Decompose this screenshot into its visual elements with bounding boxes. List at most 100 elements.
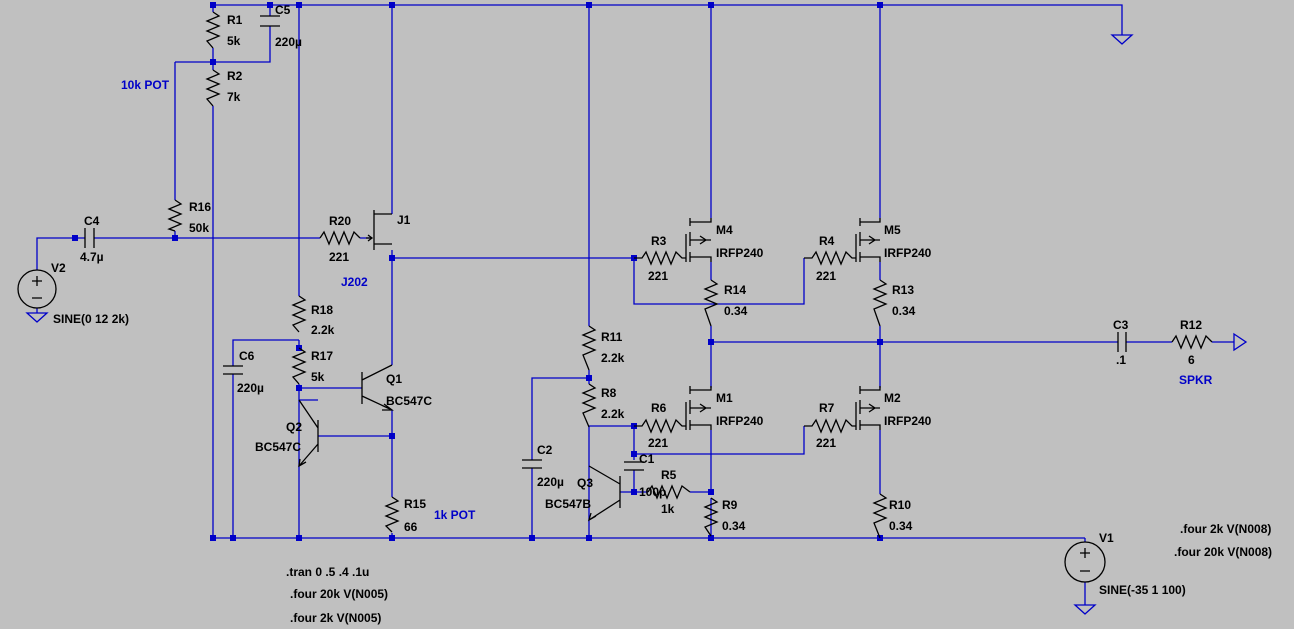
r16-ref: R16: [189, 200, 211, 214]
resistor-r9[interactable]: R9 0.34: [703, 497, 746, 537]
c3-value: .1: [1116, 353, 1126, 367]
j1-ref: J1: [397, 213, 411, 227]
voltage-source-v2[interactable]: V2 SINE(0 12 2k): [17, 261, 129, 326]
capacitor-c5[interactable]: C5 220µ: [260, 3, 302, 49]
m2-ref: M2: [884, 391, 901, 405]
resistor-r12[interactable]: R12 6: [1171, 318, 1213, 367]
q1-value: BC547C: [386, 394, 432, 408]
transistor-q1[interactable]: Q1 BC547C: [361, 364, 432, 411]
r15-value: 66: [404, 520, 418, 534]
r12-value: 6: [1188, 353, 1195, 367]
directive-four-20k-n005: .four 20k V(N005): [290, 587, 388, 601]
r5-value: 1k: [661, 502, 675, 516]
r2-ref: R2: [227, 69, 243, 83]
r20-value: 221: [329, 250, 349, 264]
r1-value: 5k: [227, 34, 241, 48]
resistor-r13[interactable]: R13 0.34: [872, 279, 916, 327]
r14-value: 0.34: [724, 304, 748, 318]
resistor-r18[interactable]: R18 2.2k: [291, 295, 335, 337]
c6-value: 220µ: [237, 381, 264, 395]
capacitor-c6[interactable]: C6 220µ: [223, 349, 264, 395]
capacitor-c1[interactable]: C1 100p: [624, 452, 666, 499]
mosfet-m2[interactable]: M2 IRFP240: [855, 386, 932, 430]
m5-value: IRFP240: [884, 246, 932, 260]
v1-value: SINE(-35 1 100): [1099, 583, 1186, 597]
ground-top-rail: [1110, 34, 1134, 45]
r16-value: 50k: [189, 221, 209, 235]
r10-ref: R10: [889, 498, 911, 512]
resistor-r17[interactable]: R17 5k: [291, 347, 333, 385]
mosfet-m4[interactable]: M4 IRFP240: [685, 218, 764, 262]
resistor-r11[interactable]: R11 2.2k: [581, 325, 625, 371]
m1-ref: M1: [716, 391, 733, 405]
r12-ref: R12: [1180, 318, 1202, 332]
r11-ref: R11: [601, 330, 623, 344]
r15-ref: R15: [404, 497, 426, 511]
r11-value: 2.2k: [601, 351, 625, 365]
c6-ref: C6: [239, 349, 255, 363]
m1-value: IRFP240: [716, 414, 764, 428]
r7-ref: R7: [819, 401, 835, 415]
net-label-spkr: SPKR: [1179, 373, 1213, 387]
resistor-r14[interactable]: R14 0.34: [703, 279, 748, 327]
r8-value: 2.2k: [601, 407, 625, 421]
r10-value: 0.34: [889, 519, 913, 533]
capacitor-c4[interactable]: C4 4.7µ: [80, 214, 104, 264]
c4-ref: C4: [84, 214, 100, 228]
resistor-r8[interactable]: R8 2.2k: [581, 383, 625, 428]
c5-value: 220µ: [275, 35, 302, 49]
c3-ref: C3: [1113, 318, 1129, 332]
v2-ref: V2: [51, 261, 66, 275]
m4-value: IRFP240: [716, 246, 764, 260]
resistor-r1[interactable]: R1 5k: [205, 11, 243, 49]
r20-ref: R20: [329, 214, 351, 228]
resistor-r6[interactable]: R6 221: [634, 401, 686, 450]
r4-value: 221: [816, 269, 836, 283]
capacitor-c3[interactable]: C3 .1: [1113, 318, 1129, 367]
transistor-q2[interactable]: Q2 BC547C: [255, 399, 319, 468]
spice-directives: .tran 0 .5 .4 .1u .four 20k V(N005) .fou…: [286, 522, 1272, 625]
r1-ref: R1: [227, 13, 243, 27]
r3-value: 221: [648, 269, 668, 283]
capacitor-c2[interactable]: C2 220µ: [522, 443, 564, 489]
resistor-r2[interactable]: R2 7k: [205, 69, 243, 107]
voltage-source-v1[interactable]: V1 SINE(-35 1 100): [1064, 531, 1186, 615]
resistor-r15[interactable]: R15 66: [384, 496, 426, 534]
junction-dots: [72, 2, 883, 541]
r5-ref: R5: [661, 468, 677, 482]
v1-ref: V1: [1099, 531, 1114, 545]
c5-ref: C5: [275, 3, 291, 17]
m5-ref: M5: [884, 223, 901, 237]
r13-value: 0.34: [892, 304, 916, 318]
directive-tran: .tran 0 .5 .4 .1u: [286, 565, 369, 579]
q3-value: BC547B: [545, 497, 591, 511]
resistor-r16[interactable]: R16 50k: [167, 199, 211, 235]
resistor-r4[interactable]: R4 221: [804, 234, 856, 283]
mosfet-m1[interactable]: M1 IRFP240: [685, 386, 764, 430]
resistor-r10[interactable]: R10 0.34: [872, 493, 913, 539]
r7-value: 221: [816, 436, 836, 450]
r4-ref: R4: [819, 234, 835, 248]
resistor-r20[interactable]: R20 221: [319, 214, 361, 264]
mosfet-m5[interactable]: M5 IRFP240: [855, 218, 932, 262]
directive-four-2k-n005: .four 2k V(N005): [290, 611, 381, 625]
resistor-r5[interactable]: R5 1k: [647, 468, 691, 516]
r2-value: 7k: [227, 90, 241, 104]
r9-value: 0.34: [722, 519, 746, 533]
resistor-r7[interactable]: R7 221: [804, 401, 856, 450]
resistor-r3[interactable]: R3 221: [634, 234, 686, 283]
net-label-1k-pot: 1k POT: [434, 508, 476, 522]
m2-value: IRFP240: [884, 414, 932, 428]
jfet-j1[interactable]: J1 J202: [341, 210, 411, 289]
c2-value: 220µ: [537, 475, 564, 489]
c4-value: 4.7µ: [80, 250, 104, 264]
v2-value: SINE(0 12 2k): [53, 312, 129, 326]
q1-ref: Q1: [386, 372, 402, 386]
r18-ref: R18: [311, 303, 333, 317]
c1-value: 100p: [639, 485, 666, 499]
r6-ref: R6: [651, 401, 667, 415]
r14-ref: R14: [724, 283, 746, 297]
transistor-q3[interactable]: Q3 BC547B: [545, 465, 621, 522]
c1-ref: C1: [639, 452, 655, 466]
